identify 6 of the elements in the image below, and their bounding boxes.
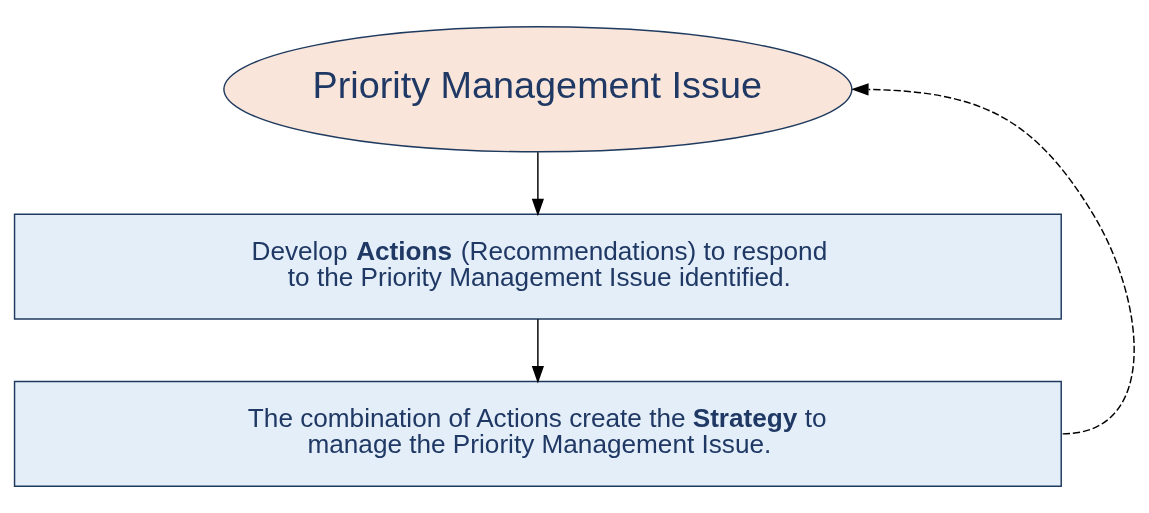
arrow <box>531 318 544 384</box>
node-ellipse: Priority Management Issue <box>223 26 853 153</box>
node-box: Develop Actions (Recommendations) to respond to the Priority Management Issue identified. <box>13 213 1062 320</box>
node-box: The combination of Actions create the Strategy to manage the Priority Management Issue. <box>13 380 1062 487</box>
arrow <box>531 151 544 217</box>
arrow <box>851 83 1135 435</box>
